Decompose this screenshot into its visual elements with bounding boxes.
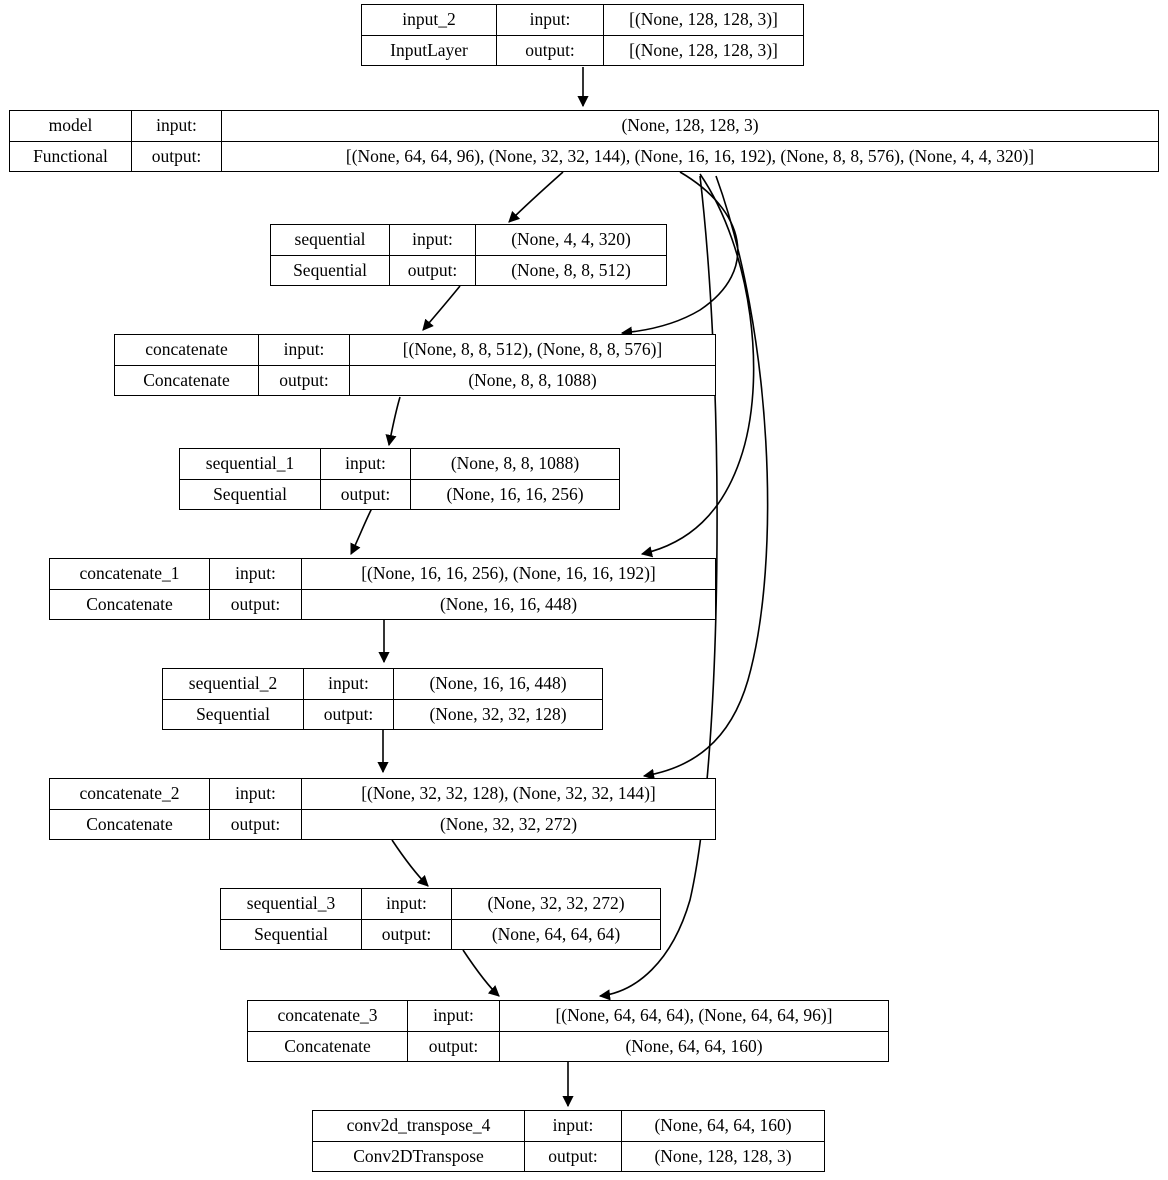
io-label-output: output: xyxy=(362,919,452,949)
io-value-input: [(None, 128, 128, 3)] xyxy=(629,9,778,29)
io-value-output: (None, 16, 16, 448) xyxy=(439,593,578,614)
io-value-input: (None, 32, 32, 272) xyxy=(487,893,625,913)
io-value-input: [(None, 8, 8, 512), (None, 8, 8, 576)] xyxy=(402,339,663,359)
node-concatenate_3[interactable]: concatenate_3 input: [(None, 64, 64, 64)… xyxy=(247,1000,889,1062)
io-label-output: output: xyxy=(259,365,350,395)
io-label-output: output: xyxy=(497,35,604,65)
node-name: model xyxy=(10,111,132,141)
io-value-output: (None, 8, 8, 512) xyxy=(511,259,631,280)
edge-concatenate2-sequential3 xyxy=(391,839,429,887)
node-class: Concatenate xyxy=(115,365,259,395)
io-label-input: input: xyxy=(408,1001,500,1031)
node-class: Concatenate xyxy=(50,589,210,619)
node-class: InputLayer xyxy=(362,35,497,65)
node-sequential[interactable]: sequential input: (None, 4, 4, 320) Sequ… xyxy=(270,224,667,286)
io-label-output: output: xyxy=(132,141,222,171)
io-value-output: (None, 32, 32, 272) xyxy=(439,813,578,834)
io-value-output: (None, 32, 32, 128) xyxy=(429,703,567,724)
node-name: sequential_2 xyxy=(163,669,304,699)
io-value-input: (None, 16, 16, 448) xyxy=(429,673,567,693)
io-label-output: output: xyxy=(408,1031,500,1061)
io-label-input: input: xyxy=(259,335,350,365)
node-name: sequential_3 xyxy=(221,889,362,919)
node-name: sequential_1 xyxy=(180,449,321,479)
io-value-output: (None, 128, 128, 3) xyxy=(654,1145,792,1166)
node-class: Sequential xyxy=(221,919,362,949)
node-sequential_2[interactable]: sequential_2 input: (None, 16, 16, 448) … xyxy=(162,668,603,730)
io-value-output: (None, 16, 16, 256) xyxy=(446,483,584,504)
node-class: Sequential xyxy=(163,699,304,729)
io-label-output: output: xyxy=(321,479,411,509)
node-name: concatenate xyxy=(115,335,259,365)
io-label-input: input: xyxy=(390,225,476,255)
node-name: sequential xyxy=(271,225,390,255)
io-label-input: input: xyxy=(132,111,222,141)
io-value-output: (None, 8, 8, 1088) xyxy=(468,369,597,390)
node-sequential_3[interactable]: sequential_3 input: (None, 32, 32, 272) … xyxy=(220,888,661,950)
edge-sequential-concatenate xyxy=(422,285,461,331)
io-value-output: [(None, 64, 64, 96), (None, 32, 32, 144)… xyxy=(345,145,1035,166)
io-value-input: [(None, 16, 16, 256), (None, 16, 16, 192… xyxy=(361,563,656,583)
io-label-output: output: xyxy=(304,699,394,729)
edge-model-sequential xyxy=(508,171,564,223)
node-class: Conv2DTranspose xyxy=(313,1141,525,1171)
node-name: concatenate_2 xyxy=(50,779,210,809)
edge-sequential1-concatenate1 xyxy=(350,507,373,556)
node-name: concatenate_1 xyxy=(50,559,210,589)
io-label-input: input: xyxy=(210,779,302,809)
io-label-input: input: xyxy=(304,669,394,699)
node-class: Functional xyxy=(10,141,132,171)
io-label-input: input: xyxy=(497,5,604,35)
io-label-output: output: xyxy=(210,589,302,619)
io-label-output: output: xyxy=(525,1141,622,1171)
io-label-output: output: xyxy=(390,255,476,285)
node-class: Sequential xyxy=(271,255,390,285)
edge-sequential3-concatenate3 xyxy=(462,949,500,997)
edge-concatenate-sequential1 xyxy=(385,396,401,447)
node-concatenate_2[interactable]: concatenate_2 input: [(None, 32, 32, 128… xyxy=(49,778,716,840)
io-label-input: input: xyxy=(525,1111,622,1141)
io-value-output: (None, 64, 64, 160) xyxy=(625,1035,763,1056)
io-label-input: input: xyxy=(210,559,302,589)
node-class: Sequential xyxy=(180,479,321,509)
io-value-input: (None, 8, 8, 1088) xyxy=(450,453,580,473)
io-label-input: input: xyxy=(362,889,452,919)
node-model[interactable]: model input: (None, 128, 128, 3) Functio… xyxy=(9,110,1159,172)
node-concatenate[interactable]: concatenate input: [(None, 8, 8, 512), (… xyxy=(114,334,716,396)
io-value-output: [(None, 128, 128, 3)] xyxy=(629,39,778,60)
node-class: Concatenate xyxy=(50,809,210,839)
node-concatenate_1[interactable]: concatenate_1 input: [(None, 16, 16, 256… xyxy=(49,558,716,620)
io-value-input: (None, 128, 128, 3) xyxy=(621,115,759,135)
node-input_2[interactable]: input_2 input: [(None, 128, 128, 3)] Inp… xyxy=(361,4,804,66)
io-value-output: (None, 64, 64, 64) xyxy=(491,923,621,944)
node-conv2d_transpose_4[interactable]: conv2d_transpose_4 input: (None, 64, 64,… xyxy=(312,1110,825,1172)
io-value-input: (None, 4, 4, 320) xyxy=(511,229,631,249)
node-name: conv2d_transpose_4 xyxy=(313,1111,525,1141)
io-value-input: [(None, 64, 64, 64), (None, 64, 64, 96)] xyxy=(555,1005,833,1025)
node-name: concatenate_3 xyxy=(248,1001,408,1031)
node-class: Concatenate xyxy=(248,1031,408,1061)
io-label-output: output: xyxy=(210,809,302,839)
io-value-input: [(None, 32, 32, 128), (None, 32, 32, 144… xyxy=(361,783,656,803)
node-sequential_1[interactable]: sequential_1 input: (None, 8, 8, 1088) S… xyxy=(179,448,620,510)
node-name: input_2 xyxy=(362,5,497,35)
io-value-input: (None, 64, 64, 160) xyxy=(654,1115,792,1135)
io-label-input: input: xyxy=(321,449,411,479)
